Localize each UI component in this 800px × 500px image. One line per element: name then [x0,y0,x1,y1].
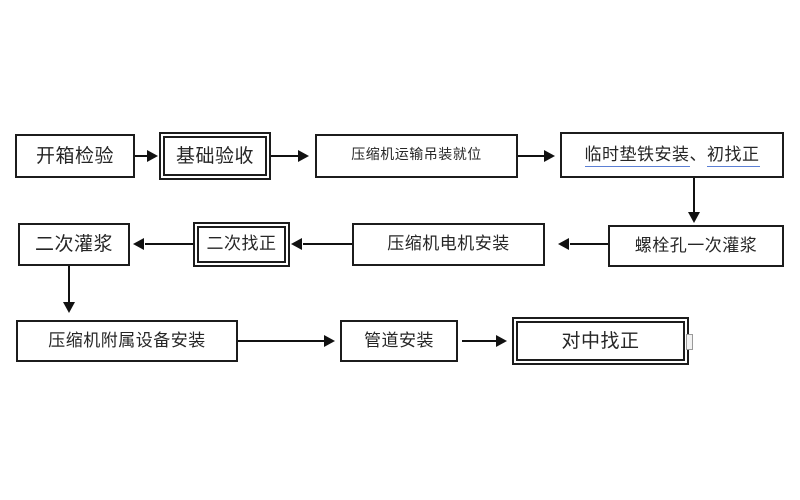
arrowhead-n9-n10 [324,335,335,347]
node-label: 压缩机电机安装 [387,234,510,255]
node-label: 二次找正 [206,234,277,255]
node-dianji-anzhuang[interactable]: 压缩机电机安装 [352,223,545,266]
node-guandao-anzhuang[interactable]: 管道安装 [340,320,458,362]
arrowhead-n1-n2 [147,150,158,162]
arrowhead-n5-n9 [63,302,75,313]
node-label: 压缩机附属设备安装 [48,330,206,351]
node-label-seg-plain: 、 [689,144,707,165]
node-fushu-shebei-anzhuang[interactable]: 压缩机附属设备安装 [16,320,238,362]
connector-n5-n9 [68,266,70,304]
node-label: 基础验收 [175,144,254,167]
node-label-seg-underlined-2: 初找正 [707,144,760,167]
node-label: 对中找正 [561,329,640,352]
node-label: 开箱检验 [35,144,114,167]
node-label-seg-underlined-1: 临时垫铁安装 [584,144,690,167]
node-yunshu-diaozhuang[interactable]: 压缩机运输吊装就位 [315,134,518,178]
node-linshi-dietie-anzhuang[interactable]: 临时垫铁安装、初找正 [560,132,784,178]
arrowhead-n10-n11 [496,335,507,347]
arrowhead-n6-n5 [133,238,144,250]
node-label: 临时垫铁安装、初找正 [583,144,762,167]
arrowhead-n4-n8 [688,212,700,223]
node-label: 螺栓孔一次灌浆 [634,235,758,256]
node-kaixiang-jianyan[interactable]: 开箱检验 [15,134,135,178]
connector-n8-n7 [570,243,608,245]
connector-n9-n10 [238,340,326,342]
arrowhead-n3-n4 [544,150,555,162]
connector-n4-n8 [693,178,695,214]
node-label: 压缩机运输吊装就位 [351,147,482,164]
connector-n1-n2 [135,155,149,157]
node-label: 二次灌浆 [34,233,113,256]
node-label: 管道安装 [364,330,434,351]
connector-n7-n6 [303,243,352,245]
arrowhead-n7-n6 [291,238,302,250]
connector-n10-n11 [462,340,498,342]
connector-n3-n4 [518,155,546,157]
node-erci-guanjiang[interactable]: 二次灌浆 [18,223,130,266]
node-jichu-yanshou[interactable]: 基础验收 [159,132,271,180]
node-luoshuankong-guanjiang[interactable]: 螺栓孔一次灌浆 [608,225,784,267]
node-duizhong-zhaozheng[interactable]: 对中找正 [512,317,689,365]
connector-n2-n3 [271,155,300,157]
selection-handle[interactable] [686,334,693,350]
arrowhead-n2-n3 [298,150,309,162]
node-erci-zhaozheng[interactable]: 二次找正 [193,222,290,267]
arrowhead-n8-n7 [558,238,569,250]
connector-n6-n5 [145,243,193,245]
